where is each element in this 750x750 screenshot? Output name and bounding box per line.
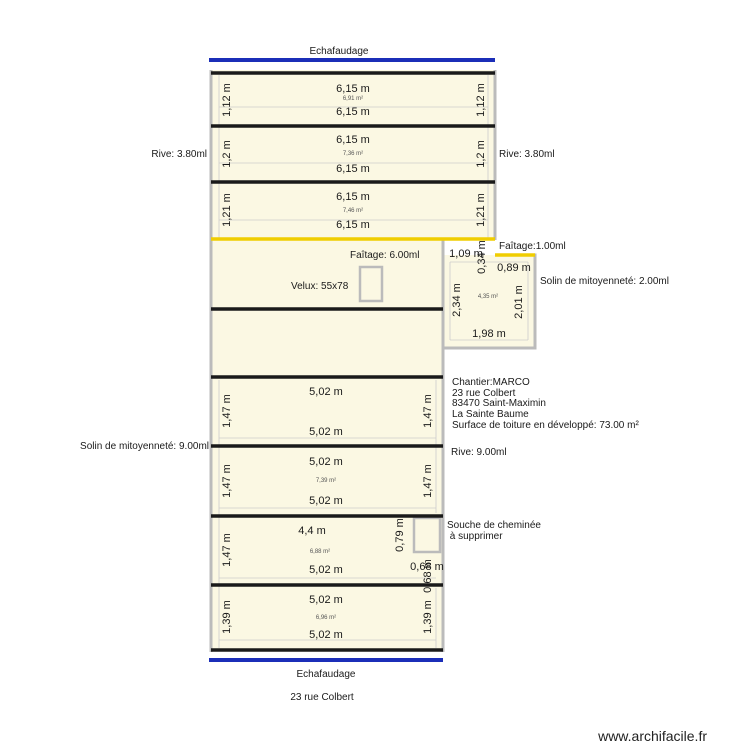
- site-info-line: 23 rue Colbert: [452, 388, 516, 399]
- area-label: 7,46 m²: [343, 208, 363, 214]
- watermark: www.archifacile.fr: [597, 728, 707, 744]
- annex-dim-bottom: 1,98 m: [472, 328, 506, 340]
- chimney-label-line2: à supprimer: [447, 531, 503, 542]
- site-info-line: Surface de toiture en développé: 73.00 m…: [452, 420, 639, 431]
- ridge-lines: [211, 71, 495, 652]
- dim-left: 1,39 m: [221, 600, 233, 634]
- dim-left: 1,21 m: [221, 193, 233, 227]
- rive-right-label: Rive: 3.80ml: [499, 149, 555, 160]
- annex-solin-label: Solin de mitoyenneté: 2.00ml: [540, 276, 669, 287]
- dim-top: 4,4 m: [298, 525, 326, 537]
- dim-bottom: 5,02 m: [309, 495, 343, 507]
- chimney-label-line1: Souche de cheminée: [447, 520, 541, 531]
- annex-dim-vertical-small: 0,34 m: [476, 240, 488, 274]
- dim-left: 1,47 m: [221, 394, 233, 428]
- address-caption: 23 rue Colbert: [290, 692, 354, 703]
- dim-right: 1,39 m: [422, 600, 434, 634]
- dim-bottom: 6,15 m: [336, 219, 370, 231]
- area-label: 6,96 m²: [316, 615, 336, 621]
- dim-left: 1,12 m: [221, 83, 233, 117]
- dim-bottom: 5,02 m: [309, 426, 343, 438]
- site-info-line: La Sainte Baume: [452, 409, 529, 420]
- dim-bottom: 5,02 m: [309, 629, 343, 641]
- dim-left: 1,47 m: [221, 533, 233, 567]
- chimney-dim-bottom: 0,68 m: [410, 561, 444, 573]
- area-label: 7,39 m²: [316, 478, 336, 484]
- faitage-label: Faîtage: 6.00ml: [350, 250, 419, 261]
- dim-left: 1,2 m: [221, 140, 233, 168]
- annex-dim-left: 2,34 m: [451, 283, 463, 317]
- dim-top: 5,02 m: [309, 594, 343, 606]
- scaffolding-top-label: Echafaudage: [310, 46, 369, 57]
- dim-top: 6,15 m: [336, 83, 370, 95]
- annex-dim-top-left: 1,09 m: [449, 248, 483, 260]
- chimney: [412, 516, 442, 554]
- dim-bottom: 6,15 m: [336, 106, 370, 118]
- annex-faitage-label: Faîtage:1.00ml: [499, 241, 566, 252]
- area-label: 6,88 m²: [310, 549, 330, 555]
- annex-dim-right: 2,01 m: [513, 285, 525, 319]
- dim-bottom: 5,02 m: [309, 564, 343, 576]
- dim-right: 1,12 m: [475, 83, 487, 117]
- velux-label: Velux: 55x78: [291, 281, 349, 292]
- upper-roof-area: [211, 70, 495, 239]
- scaffolding-bottom-label: Echafaudage: [297, 669, 356, 680]
- rive-right-lower-label: Rive: 9.00ml: [451, 447, 507, 458]
- dim-top: 5,02 m: [309, 456, 343, 468]
- velux-window: [358, 265, 384, 303]
- dim-left: 1,47 m: [221, 464, 233, 498]
- dim-top: 6,15 m: [336, 134, 370, 146]
- chimney-dim-vertical: 0,68 m: [422, 559, 434, 593]
- dim-top: 6,15 m: [336, 191, 370, 203]
- chimney-dim-left: 0,79 m: [394, 518, 406, 552]
- annex-roof-area: [443, 255, 535, 348]
- dim-right: 1,47 m: [422, 464, 434, 498]
- dim-top: 5,02 m: [309, 386, 343, 398]
- site-info-line: Chantier:MARCO: [452, 377, 530, 388]
- area-label: 6,91 m²: [343, 96, 363, 102]
- dim-right: 1,47 m: [422, 394, 434, 428]
- dim-right: 1,21 m: [475, 193, 487, 227]
- annex-dim-top-right: 0,89 m: [497, 262, 531, 274]
- area-label: 7,36 m²: [343, 151, 363, 157]
- site-info: Chantier:MARCO 23 rue Colbert 83470 Sain…: [452, 377, 639, 431]
- dim-bottom: 6,15 m: [336, 163, 370, 175]
- dim-right: 1,2 m: [475, 140, 487, 168]
- solin-left-label: Solin de mitoyenneté: 9.00ml: [80, 441, 209, 452]
- site-info-line: 83470 Saint-Maximin: [452, 398, 546, 409]
- rive-left-label: Rive: 3.80ml: [151, 149, 207, 160]
- annex-area-label: 4,35 m²: [478, 294, 498, 300]
